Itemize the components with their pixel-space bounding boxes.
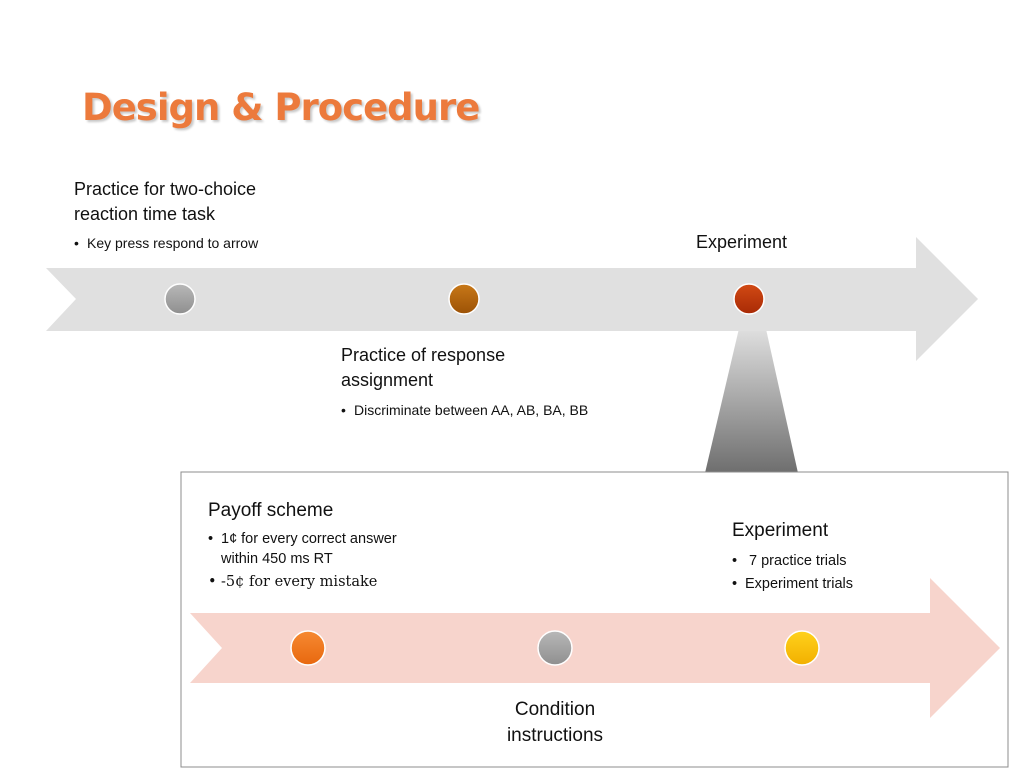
detail-step2-dot (537, 630, 573, 666)
detail-step1-bullet-2: -5¢ for every mistake (208, 572, 448, 592)
main-step1-text: Practice for two-choice reaction time ta… (74, 177, 314, 253)
main-step3-dot (733, 283, 765, 315)
main-timeline-arrow (46, 237, 978, 361)
main-step1-dot (164, 283, 196, 315)
main-step2-bullet: Discriminate between AA, AB, BA, BB (341, 400, 601, 420)
main-step2-dot (448, 283, 480, 315)
detail-step3-dot (784, 630, 820, 666)
detail-step1-dot (290, 630, 326, 666)
detail-step3-heading: Experiment (732, 520, 829, 541)
main-step2-bullets: Discriminate between AA, AB, BA, BB (341, 400, 601, 420)
detail-step1-text: Payoff scheme 1¢ for every correct answe… (208, 498, 448, 592)
detail-step3-bullet-1: 7 practice trials (732, 550, 932, 573)
detail-step1-bullet-1: 1¢ for every correct answer within 450 m… (208, 529, 421, 569)
detail-step1-bullets: 1¢ for every correct answer within 450 m… (208, 529, 448, 592)
main-step3-heading: Experiment (696, 232, 788, 252)
main-step1-bullet: Key press respond to arrow (74, 233, 314, 253)
main-step1-bullets: Key press respond to arrow (74, 233, 314, 253)
zoom-funnel (705, 320, 798, 473)
detail-timeline-arrow (190, 578, 1000, 718)
main-step2-text: Practice of response assignment Discrimi… (341, 343, 601, 420)
main-step2-heading: Practice of response assignment (341, 345, 506, 390)
slide-title: Design & Procedure (82, 86, 480, 129)
detail-step3-text: Experiment 7 practice trials Experiment … (732, 518, 932, 596)
detail-step2-heading: Condition instructions (506, 699, 604, 746)
detail-step3-bullets: 7 practice trials Experiment trials (732, 550, 932, 596)
detail-step1-heading: Payoff scheme (208, 500, 334, 521)
main-step1-heading: Practice for two-choice reaction time ta… (74, 179, 257, 224)
detail-step3-bullet-2: Experiment trials (732, 573, 932, 596)
